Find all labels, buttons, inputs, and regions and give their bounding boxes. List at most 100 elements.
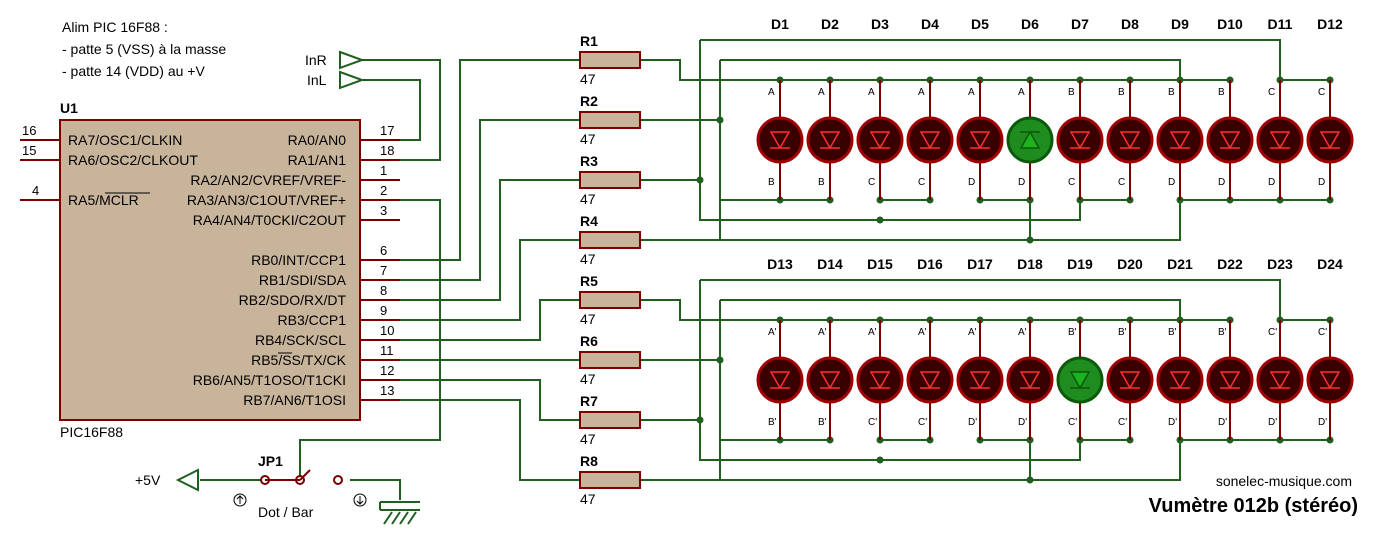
ic-pin-number: 3 xyxy=(380,203,388,218)
led-pin-top: A xyxy=(918,87,925,98)
resistor-ref: R4 xyxy=(580,213,598,229)
diode-symbol-icon xyxy=(1319,371,1341,390)
ic-pin-label: RA2/AN2/CVREF/VREF- xyxy=(190,172,346,188)
led-unlit xyxy=(756,116,804,164)
led-label: D20 xyxy=(1117,256,1143,272)
led-unlit xyxy=(906,356,954,404)
resistor-value: 47 xyxy=(580,251,596,267)
led-label: D24 xyxy=(1317,256,1343,272)
led-pin-bottom: B xyxy=(818,177,825,188)
diode-symbol-icon xyxy=(769,131,791,150)
led-pin-top: A xyxy=(968,87,975,98)
junction-dot xyxy=(716,356,724,364)
junction-dot xyxy=(696,176,704,184)
ic-pin-number: 1 xyxy=(380,163,388,178)
led-unlit xyxy=(806,116,854,164)
led-pin-top: A xyxy=(1018,87,1025,98)
ic-pin-number: 8 xyxy=(380,283,388,298)
led-unlit xyxy=(956,356,1004,404)
led-unlit xyxy=(906,116,954,164)
ic-pin-label: RB7/AN6/T1OSI xyxy=(243,392,346,408)
led-pin-bottom: B' xyxy=(768,417,777,428)
led-pin-bottom: C xyxy=(1068,177,1076,188)
led-pin-top: A' xyxy=(1018,327,1027,338)
junction-dot xyxy=(876,456,884,464)
resistor-value: 47 xyxy=(580,491,596,507)
junction-dot xyxy=(1026,236,1034,244)
led-unlit xyxy=(1106,116,1154,164)
resistor-ref: R2 xyxy=(580,93,598,109)
led-unlit xyxy=(856,356,904,404)
led-unlit xyxy=(806,356,854,404)
led-pin-bottom: D' xyxy=(1168,417,1178,428)
led-label: D12 xyxy=(1317,16,1343,32)
led-pin-bottom: B' xyxy=(818,417,827,428)
junction-dot xyxy=(876,216,884,224)
led-pin-top: B' xyxy=(1118,327,1127,338)
ic-pin-number: 13 xyxy=(380,383,395,398)
resistor-body xyxy=(579,351,641,369)
led-label: D7 xyxy=(1071,16,1089,32)
led-pin-bottom: D' xyxy=(1218,417,1228,428)
led-pin-top: A' xyxy=(868,327,877,338)
led-label: D11 xyxy=(1267,16,1293,32)
led-pin-top: A' xyxy=(918,327,927,338)
diode-symbol-icon xyxy=(1119,131,1141,150)
resistor-value: 47 xyxy=(580,191,596,207)
ic-part: PIC16F88 xyxy=(60,424,124,440)
diode-symbol-icon xyxy=(919,371,941,390)
led-label: D3 xyxy=(871,16,889,32)
led-pin-bottom: D' xyxy=(1318,417,1328,428)
led-pin-top: A' xyxy=(818,327,827,338)
jumper-jp1[interactable] xyxy=(260,469,343,485)
led-pin-top: C xyxy=(1268,87,1276,98)
power-note-line3: - patte 14 (VDD) au +V xyxy=(62,63,205,79)
led-unlit xyxy=(1156,356,1204,404)
led-pin-bottom: C xyxy=(1118,177,1126,188)
led-unlit xyxy=(1256,116,1304,164)
led-pin-bottom: C' xyxy=(1118,417,1128,428)
jumper-mode-label: Dot / Bar xyxy=(258,504,314,520)
diode-symbol-icon xyxy=(1169,131,1191,150)
inR-arrow-icon xyxy=(339,50,365,70)
led-pin-bottom: D' xyxy=(1018,417,1028,428)
resistor-body xyxy=(579,291,641,309)
diode-symbol-icon xyxy=(1119,371,1141,390)
diode-symbol-icon xyxy=(1019,130,1041,149)
led-label: D23 xyxy=(1267,256,1293,272)
supply-label: +5V xyxy=(135,472,161,488)
led-unlit xyxy=(1206,116,1254,164)
led-pin-bottom: B xyxy=(768,177,775,188)
led-unlit xyxy=(956,116,1004,164)
led-pin-bottom: C' xyxy=(868,417,878,428)
ic-ref: U1 xyxy=(60,100,78,116)
led-pin-bottom: D xyxy=(1218,177,1226,188)
ic-pin-number: 11 xyxy=(380,343,394,358)
diode-symbol-icon xyxy=(1069,131,1091,150)
led-unlit xyxy=(1206,356,1254,404)
led-label: D16 xyxy=(917,256,943,272)
led-label: D6 xyxy=(1021,16,1039,32)
led-pin-top: A xyxy=(768,87,775,98)
ic-pin-number: 18 xyxy=(380,143,395,158)
ic-pin-label: RB6/AN5/T1OSO/T1CKI xyxy=(192,372,346,388)
ic-pin-label: RB1/SDI/SDA xyxy=(258,272,346,288)
led-label: D14 xyxy=(817,256,843,272)
led-pin-top: B' xyxy=(1068,327,1077,338)
diode-symbol-icon xyxy=(1219,131,1241,150)
ic-pin-number: 6 xyxy=(380,243,388,258)
ic-pin-label: RB0/INT/CCP1 xyxy=(251,252,346,268)
led-pin-top: B xyxy=(1218,87,1225,98)
diode-symbol-icon xyxy=(819,131,841,150)
jumper-down-icon xyxy=(353,493,367,507)
jumper-up-icon xyxy=(233,493,247,507)
ic-pin-label: RA6/OSC2/CLKOUT xyxy=(68,152,198,168)
led-label: D18 xyxy=(1017,256,1043,272)
led-pin-bottom: C xyxy=(868,177,876,188)
diode-symbol-icon xyxy=(769,371,791,390)
resistor-ref: R6 xyxy=(580,333,598,349)
led-pin-bottom: D' xyxy=(968,417,978,428)
led-unlit xyxy=(1006,356,1054,404)
led-pin-top: C' xyxy=(1268,327,1278,338)
